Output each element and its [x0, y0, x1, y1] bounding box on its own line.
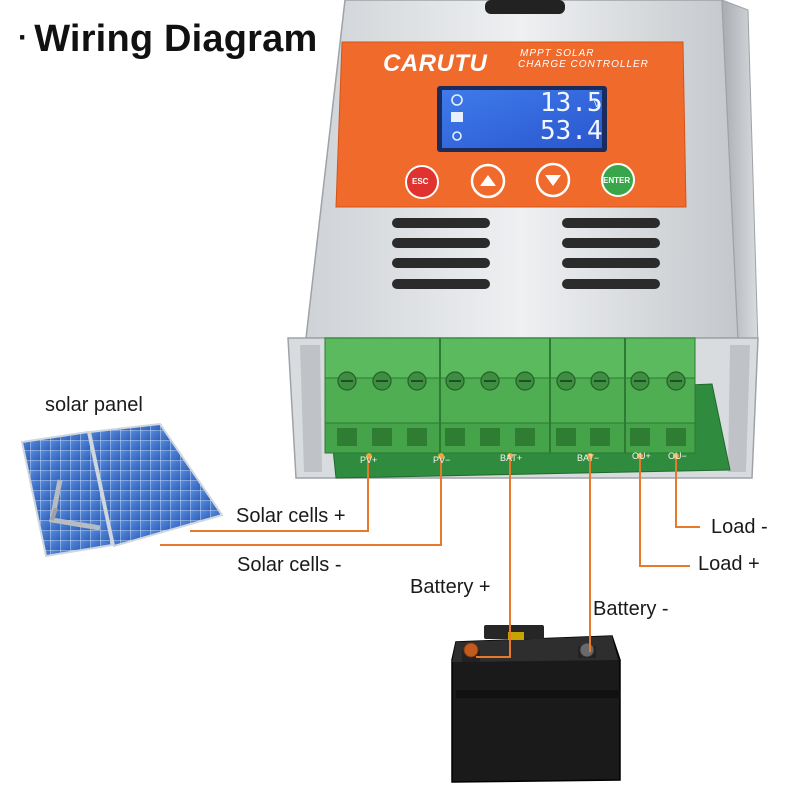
bulb-icon	[452, 131, 462, 141]
solar-panel	[20, 422, 224, 558]
enter-button-label: ENTER	[603, 176, 631, 185]
lcd-value-top: 13.5	[540, 88, 603, 118]
terminal-label-pv-plus: PV+	[360, 455, 378, 465]
wires	[160, 456, 700, 658]
wire-solar-minus	[160, 456, 442, 546]
label-battery-minus: Battery -	[593, 598, 669, 620]
terminal-block	[324, 337, 696, 454]
enter-button[interactable]	[601, 163, 635, 197]
arrow-down-icon	[545, 175, 561, 186]
label-solar-cells-minus: Solar cells -	[237, 554, 342, 576]
battery-positive-terminal	[462, 642, 480, 662]
label-load-plus: Load +	[698, 553, 760, 575]
sun-icon	[451, 94, 463, 106]
label-load-minus: Load -	[711, 516, 768, 538]
esc-button[interactable]	[405, 165, 439, 199]
wire-load-minus	[675, 456, 700, 528]
wire-battery-plus	[476, 456, 511, 658]
terminal-label-bat-plus: BAT+	[500, 453, 523, 463]
esc-button-label: ESC	[412, 177, 429, 186]
lcd-value-bottom: 53.4	[540, 116, 603, 146]
wire-solar-plus	[190, 456, 369, 532]
product-name-line2: CHARGE CONTROLLER	[518, 59, 649, 70]
wire-load-plus	[639, 456, 690, 567]
arrow-up-icon	[480, 175, 496, 186]
battery-icon	[451, 112, 463, 122]
battery	[451, 625, 621, 783]
title-text: Wiring Diagram	[34, 18, 318, 60]
product-name-line1: MPPT SOLAR	[520, 48, 595, 59]
terminal-label-pv-minus: PV−	[433, 455, 451, 465]
page-title: ·Wiring Diagram	[18, 18, 317, 61]
label-battery-plus: Battery +	[410, 576, 491, 598]
title-bullet: ·	[18, 21, 29, 54]
terminal-label-bat-minus: BAT−	[577, 453, 600, 463]
label-solar-cells-plus: Solar cells +	[236, 505, 346, 527]
charge-controller	[287, 0, 759, 479]
lcd-unit: V	[594, 100, 600, 109]
terminal-label-out-minus: OU−	[668, 451, 687, 461]
brand-logo: CARUTU	[383, 50, 488, 77]
terminal-label-out-plus: OU+	[632, 451, 651, 461]
label-solar-panel: solar panel	[45, 394, 143, 416]
vents	[392, 218, 660, 289]
